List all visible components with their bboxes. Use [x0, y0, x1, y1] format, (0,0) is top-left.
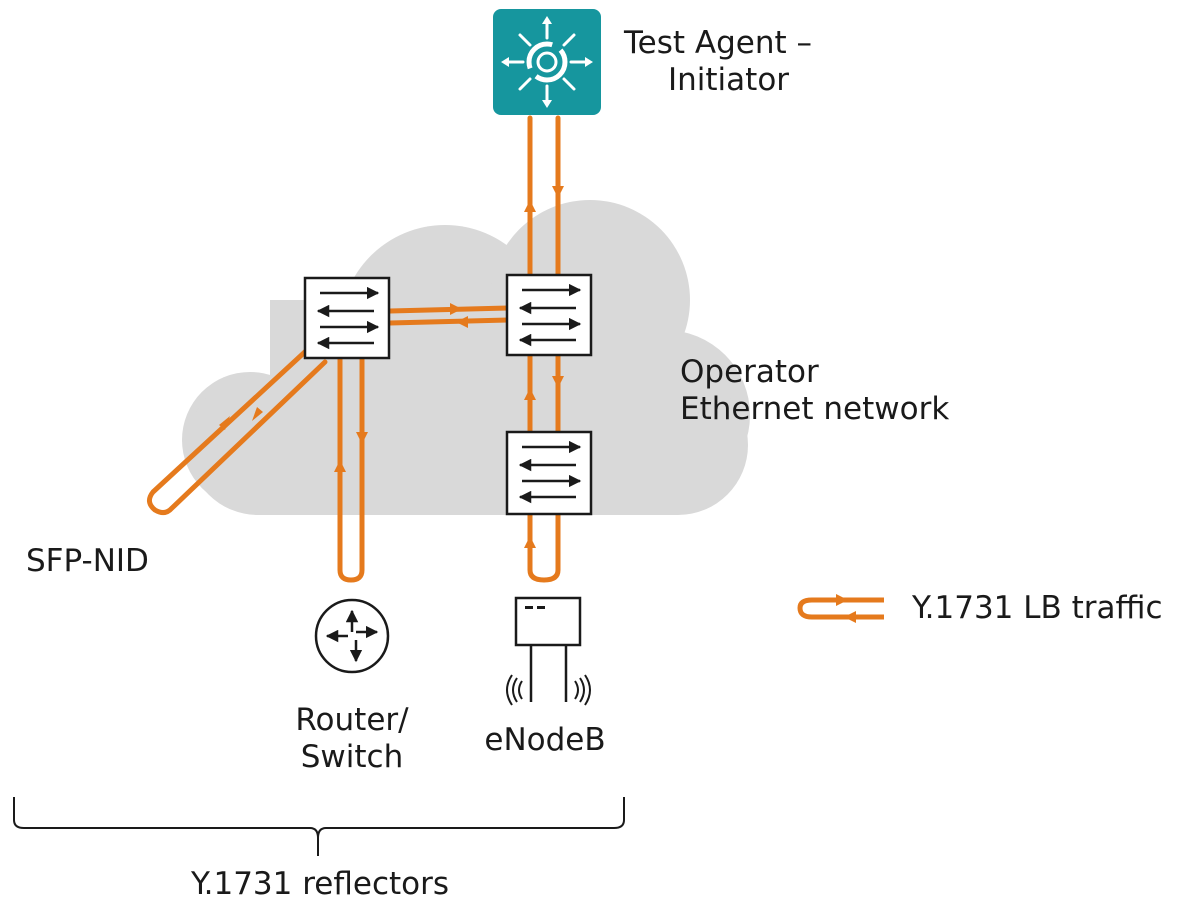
network-label-line2: Ethernet network [680, 391, 950, 427]
reflectors-brace [13, 797, 625, 856]
router-icon [314, 598, 390, 674]
ethernet-switch-icon [505, 430, 593, 516]
ethernet-switch-icon [303, 276, 391, 360]
network-label-line1: Operator [680, 354, 819, 390]
test-agent-label: Test Agent – Initiator [624, 25, 812, 99]
router-label: Router/ Switch [272, 702, 432, 776]
test-agent-icon [493, 9, 601, 115]
legend-traffic-symbol [797, 594, 884, 623]
test-agent-label-line1: Test Agent – [624, 25, 813, 61]
enodeb-icon [506, 596, 591, 706]
lb-traffic-paths [147, 115, 561, 583]
test-agent-label-line2: Initiator [668, 62, 790, 98]
operator-network-cloud [182, 200, 750, 515]
sfp-nid-label: SFP-NID [26, 543, 149, 579]
enodeb-label: eNodeB [484, 722, 606, 758]
ethernet-switch-icon [505, 273, 593, 357]
network-label: Operator Ethernet network [680, 354, 949, 428]
router-label-line1: Router/ [295, 702, 409, 738]
traffic-direction-arrows [219, 186, 564, 548]
router-label-line2: Switch [300, 739, 404, 775]
legend-traffic-label: Y.1731 LB traffic [912, 590, 1163, 626]
reflectors-label: Y.1731 reflectors [190, 866, 450, 902]
